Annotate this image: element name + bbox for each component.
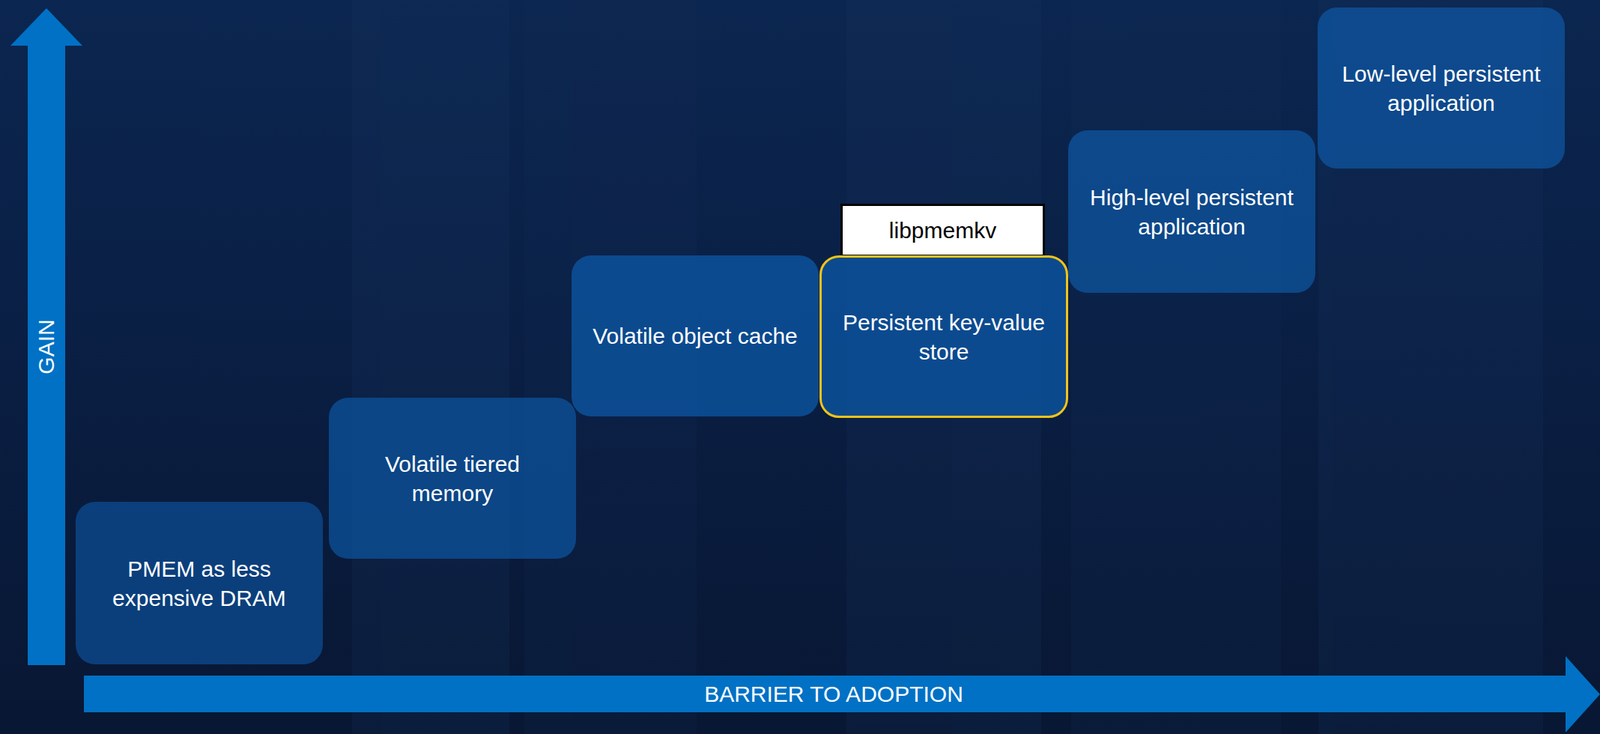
step-box: High-level persistent application bbox=[1068, 130, 1316, 293]
highlighted-box: Persistent key-value store bbox=[819, 255, 1069, 418]
step-box: Low-level persistent application bbox=[1317, 7, 1565, 169]
barrier-axis bbox=[83, 656, 1600, 733]
step-box: PMEM as less expensive DRAM bbox=[75, 501, 323, 665]
box-text: High-level persistent application bbox=[1081, 182, 1302, 242]
box-text: libpmemkv bbox=[889, 215, 997, 245]
box-text: Persistent key-value store bbox=[835, 307, 1053, 367]
box-text: Volatile tiered memory bbox=[342, 449, 563, 508]
axis-label: GAIN bbox=[33, 319, 60, 374]
gain-axis bbox=[10, 8, 83, 666]
library-tag: libpmemkv bbox=[840, 203, 1045, 257]
axis-label: BARRIER TO ADOPTION bbox=[704, 681, 964, 708]
step-box: Volatile object cache bbox=[571, 255, 819, 417]
step-box: Volatile tiered memory bbox=[328, 397, 577, 559]
box-text: PMEM as less expensive DRAM bbox=[89, 554, 310, 613]
box-text: Volatile object cache bbox=[592, 321, 798, 351]
box-text: Low-level persistent application bbox=[1331, 59, 1552, 118]
